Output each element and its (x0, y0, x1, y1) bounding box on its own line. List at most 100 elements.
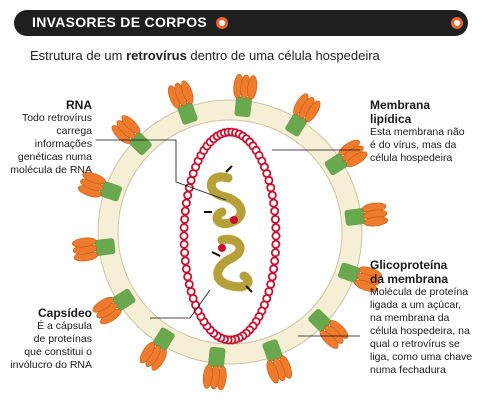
label-rna-title: RNA (66, 98, 92, 112)
glycoprotein (344, 202, 389, 227)
glycoprotein-group (71, 73, 389, 391)
rna-strand-top (207, 172, 246, 229)
label-rna: RNA Todo retrovírus carrega informações … (10, 98, 92, 177)
glycoprotein (202, 346, 227, 391)
label-capsideo-line: É a cápsula (37, 320, 92, 332)
capsid-bead (270, 206, 280, 216)
membrane-inner-edge (117, 119, 343, 345)
capsid-bead (186, 287, 196, 297)
label-glico-line: na membrana da (370, 312, 450, 324)
glycoprotein-head (247, 75, 258, 100)
glycoprotein-head (363, 216, 389, 227)
label-glicoproteina: Glicoproteína da membrana Molécula de pr… (370, 258, 480, 377)
capsid-bead (180, 206, 190, 216)
glycoprotein-stalk (177, 102, 198, 125)
capsid-bead (180, 214, 190, 224)
glycoprotein-head (354, 279, 378, 292)
capsid-bead (264, 175, 274, 185)
label-membrana-line: célula hospedeira (370, 152, 453, 164)
label-glico-title: Glicoproteína (370, 258, 448, 272)
capsid-bead (180, 248, 190, 258)
membrane-ring (98, 100, 362, 364)
capsid-bead (270, 248, 280, 258)
capsid-bead (184, 279, 194, 289)
capsid-bead (270, 214, 280, 224)
glycoprotein (111, 115, 152, 156)
rna-enzyme-dot (218, 244, 226, 252)
glycoprotein-stalk (324, 153, 348, 176)
glycoprotein-stalk (112, 288, 136, 311)
label-glico-line: célula hospedeira, na (370, 325, 470, 337)
label-glico-title: da membrana (370, 272, 449, 286)
capsid-bead (271, 239, 281, 249)
leader-line-rna (96, 139, 227, 201)
glycoprotein-stalk (337, 262, 361, 283)
capsid-bead (267, 272, 277, 282)
label-membrana-line: Esta membrana não (370, 126, 465, 138)
glycoprotein-head (266, 360, 279, 384)
label-membrana: Membrana lipídica Esta membrana não é do… (370, 98, 478, 165)
label-glico-line: Molécula de proteína (370, 286, 469, 298)
glycoprotein-head (202, 364, 213, 389)
glycoprotein-stalk (152, 327, 175, 351)
glycoprotein-stalk (285, 113, 308, 137)
rna-tag (211, 251, 221, 257)
glycoprotein-stalk (94, 238, 116, 256)
capsid-bead (183, 190, 193, 200)
capsid-bead (181, 198, 191, 208)
glycoprotein (262, 339, 292, 384)
capsid-bead (180, 256, 190, 266)
capsid-group (179, 127, 281, 345)
label-rna-line: informações (34, 138, 92, 150)
title-dot-icon (216, 17, 228, 29)
glycoprotein (337, 262, 383, 292)
label-membrana-line: é do vírus, mas da (370, 139, 457, 151)
glycoprotein (233, 73, 258, 118)
rna-strand-bottom (213, 234, 253, 292)
rna-enzyme-dot (230, 216, 238, 224)
capsid-bead (271, 223, 281, 233)
rna-tag (225, 165, 233, 173)
glycoprotein-stalk (208, 346, 226, 368)
label-glico-line: liga, como uma chave (370, 351, 473, 363)
title-end-dot-icon (451, 17, 463, 29)
glycoprotein-head (71, 237, 97, 248)
capsid-bead (266, 279, 276, 289)
capsid-bead (267, 190, 277, 200)
glycoprotein (168, 80, 198, 125)
glycoprotein-stalk (234, 96, 252, 118)
glycoprotein-stalk (99, 181, 123, 202)
glycoprotein (71, 237, 116, 262)
glycoprotein-head (305, 100, 321, 123)
glycoprotein-head (139, 341, 155, 364)
label-glico-line: qual o retrovírus se (370, 338, 460, 350)
glycoprotein-stalk (262, 339, 283, 362)
label-rna-line: molécula de RNA (10, 164, 92, 176)
label-glico-line: ligada a um açúcar, (370, 299, 462, 311)
capsid-bead (269, 198, 279, 208)
label-glico-line: numa fechadura (370, 364, 446, 376)
header: INVASORES DE CORPOS (0, 0, 482, 46)
page-title: INVASORES DE CORPOS (32, 14, 208, 30)
label-rna-line: Todo retrovírus (21, 112, 92, 124)
glycoprotein-head (181, 80, 194, 104)
label-rna-line: genéticas numa (17, 151, 92, 163)
capsid-bead (266, 183, 276, 193)
label-membrana-title: Membrana (370, 98, 431, 112)
label-capsideo-line: que constitui o (24, 346, 92, 358)
glycoprotein (92, 288, 136, 325)
capsid-bead (179, 223, 189, 233)
label-capsideo-line: invólucro do RNA (10, 359, 92, 371)
membrane-outer-edge (97, 99, 363, 365)
label-capsideo-line: de proteínas (33, 333, 92, 345)
glycoprotein-stalk (344, 208, 366, 226)
capsid-bead (181, 264, 191, 274)
capsid-bead (179, 231, 189, 241)
glycoprotein-head (121, 115, 141, 134)
glycoprotein (139, 327, 175, 371)
capsid-bead (271, 231, 281, 241)
rna-tag (245, 285, 253, 293)
glycoprotein (77, 172, 123, 202)
glycoprotein-head (82, 172, 106, 185)
